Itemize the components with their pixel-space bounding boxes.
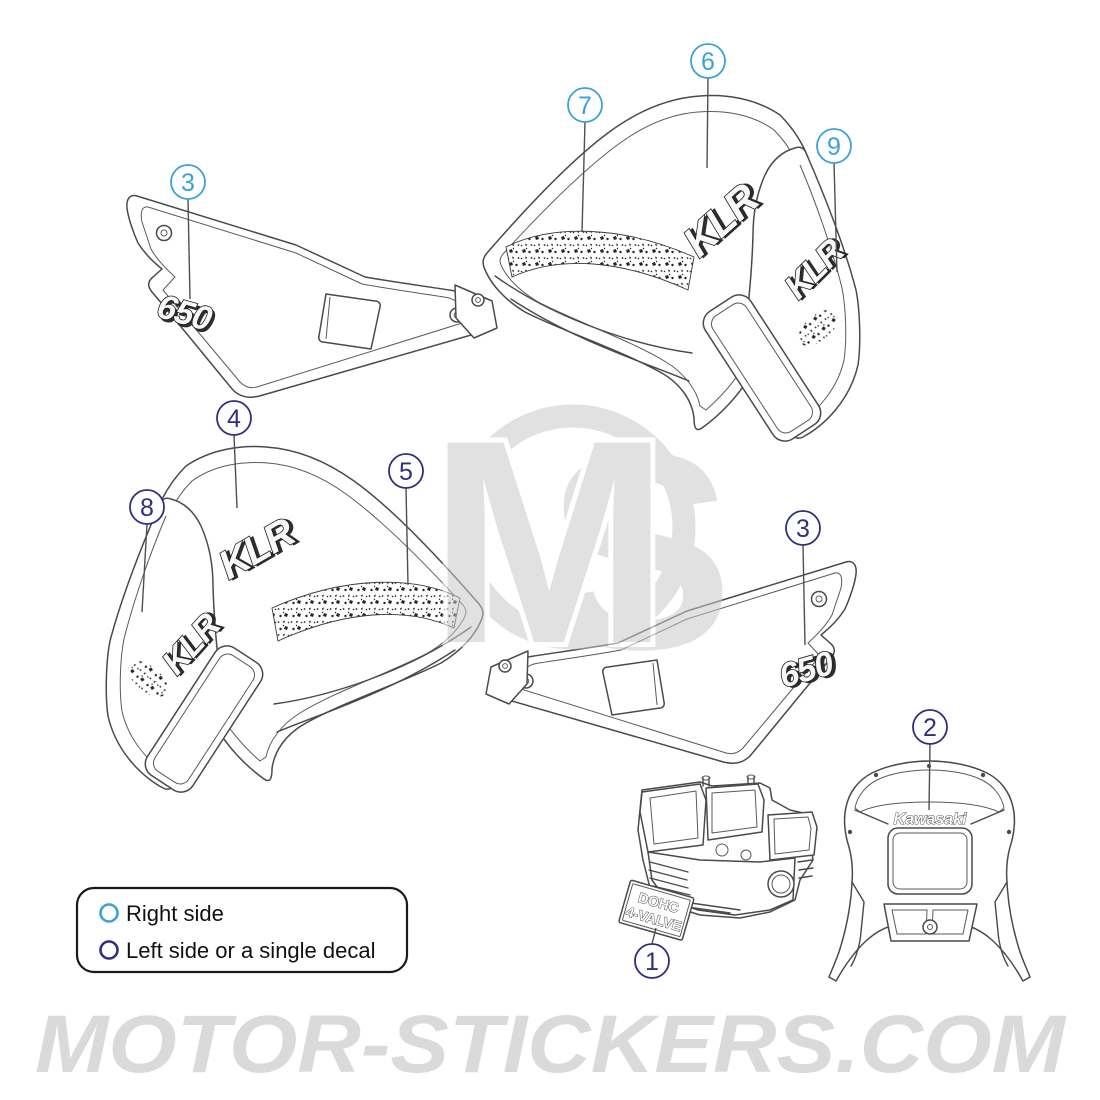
svg-text:1: 1 — [645, 948, 659, 976]
svg-text:5: 5 — [399, 458, 413, 486]
legend-box — [75, 886, 409, 974]
callout-4-left-klr: 4 — [216, 400, 252, 436]
legend-left-side-label: Left side or a single decal — [126, 938, 376, 963]
svg-text:6: 6 — [701, 48, 715, 76]
decal-dohc-4valve: DOHC 4-VALVE — [618, 879, 695, 941]
svg-text:9: 9 — [827, 133, 841, 161]
leader-lines — [141, 77, 931, 945]
fairing-screw-dot — [847, 829, 853, 835]
svg-text:3: 3 — [181, 169, 195, 197]
legend-right-side-marker — [99, 903, 119, 923]
svg-text:2: 2 — [923, 714, 937, 742]
site-watermark: MOTOR-STICKERS.COM — [35, 999, 1067, 1090]
callout-1-engine: 1 — [634, 943, 670, 979]
svg-text:M: M — [428, 380, 670, 704]
svg-text:Kawasaki: Kawasaki — [894, 811, 967, 828]
callout-7-right-stripe: 7 — [567, 87, 603, 123]
fairing-screw-dot — [873, 772, 879, 778]
svg-text:8: 8 — [140, 494, 154, 522]
legend-right-side-label: Right side — [126, 901, 224, 926]
callout-6-right-klr: 6 — [690, 43, 726, 79]
callout-9-right-panel-klr: 9 — [816, 128, 852, 164]
ms-logo-watermark: S M — [423, 375, 734, 709]
svg-text:4: 4 — [227, 405, 241, 433]
callout-2-fairing: 2 — [912, 709, 948, 745]
fairing-screw-dot — [980, 772, 986, 778]
callout-5-left-stripe: 5 — [388, 453, 424, 489]
svg-text:7: 7 — [578, 92, 592, 120]
legend-left-side-marker — [99, 940, 119, 960]
svg-text:3: 3 — [796, 515, 810, 543]
headlight-fairing: Kawasaki — [828, 760, 1031, 982]
decal-kawasaki: Kawasaki — [893, 811, 967, 829]
callout-3-left-side-cover: 3 — [785, 510, 821, 546]
fairing-screw-dot — [1006, 829, 1012, 835]
svg-text:S: S — [547, 396, 734, 708]
callout-8-left-panel-klr: 8 — [129, 489, 165, 525]
legend: Right side Left side or a single decal — [75, 886, 409, 974]
callout-3-right-side-cover: 3 — [170, 164, 206, 200]
